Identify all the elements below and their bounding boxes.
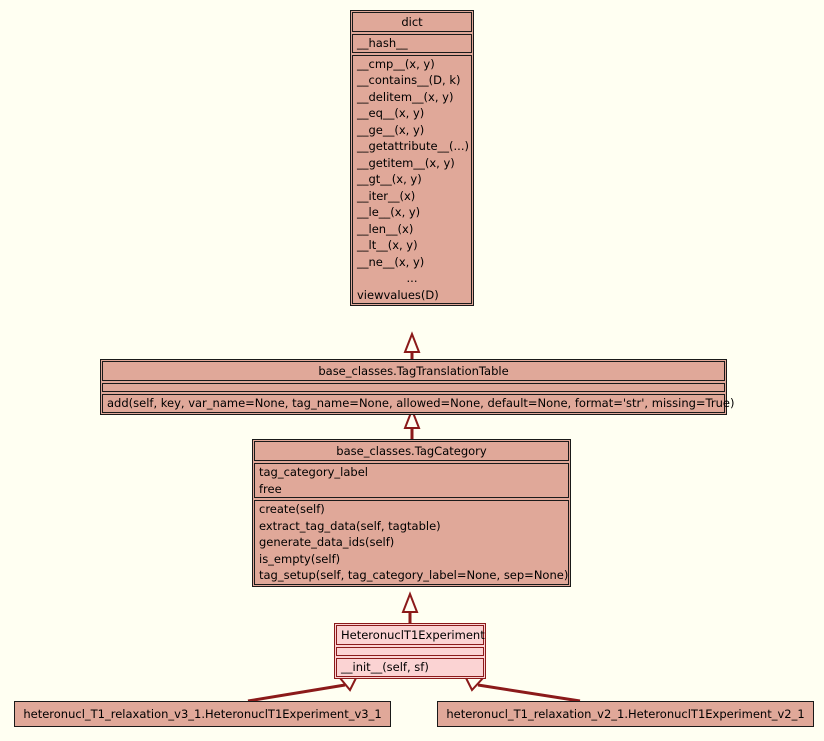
attributes-compartment: __hash__ (352, 34, 472, 53)
edge-heteronucl-to-tagcategory (401, 591, 419, 623)
method-row: __ne__(x, y) (357, 254, 425, 269)
methods-compartment: create(self) extract_tag_data(self, tagt… (254, 500, 569, 585)
attribute-row: tag_category_label (259, 465, 368, 479)
methods-compartment: __init__(self, sf) (336, 658, 484, 677)
method-row: __eq__(x, y) (357, 106, 425, 120)
method-row: __getattribute__(...) (357, 139, 469, 153)
class-name-heteronuclt1experiment: HeteronuclT1Experiment (341, 628, 485, 642)
class-box-tagcategory[interactable]: base_classes.TagCategory tag_category_la… (252, 439, 571, 587)
edge-tagtranslationtable-to-dict (403, 331, 421, 359)
method-row: is_empty(self) (259, 551, 341, 566)
method-row: __len__(x) (357, 221, 414, 236)
method-row: __getitem__(x, y) (357, 155, 455, 170)
methods-compartment: __cmp__(x, y) __contains__(D, k) __delit… (352, 54, 472, 304)
method-row: generate_data_ids(self) (259, 535, 395, 549)
method-row: __contains__(D, k) (357, 73, 461, 87)
class-name-compartment: base_classes.TagCategory (254, 441, 569, 461)
method-row: __init__(self, sf) (341, 660, 429, 674)
attributes-compartment: tag_category_label free (254, 463, 569, 498)
attributes-compartment-empty (102, 383, 725, 392)
method-row: __delitem__(x, y) (357, 89, 454, 104)
class-box-heteronuclt1experiment[interactable]: HeteronuclT1Experiment __init__(self, sf… (334, 623, 486, 679)
method-row: __le__(x, y) (357, 205, 421, 219)
method-row: tag_setup(self, tag_category_label=None,… (259, 568, 569, 582)
class-name-compartment: HeteronuclT1Experiment (336, 625, 485, 645)
class-name-dict: dict (401, 15, 423, 29)
method-row-ellipsis: ... (406, 271, 418, 285)
class-name-tagtranslationtable: base_classes.TagTranslationTable (318, 364, 509, 378)
method-row: __ge__(x, y) (357, 122, 425, 137)
method-row: __gt__(x, y) (357, 172, 422, 186)
class-name-tagcategory: base_classes.TagCategory (336, 444, 487, 458)
class-name-heteronuclt1experiment-v2-1: heteronucl_T1_relaxation_v2_1.Heteronucl… (446, 707, 805, 721)
method-row: viewvalues(D) (357, 287, 439, 302)
class-box-dict[interactable]: dict __hash__ __cmp__(x, y) __contains__… (350, 10, 474, 306)
method-row: __cmp__(x, y) (357, 56, 435, 71)
method-row: add(self, key, var_name=None, tag_name=N… (107, 396, 735, 410)
attributes-compartment-empty (336, 647, 484, 656)
class-name-heteronuclt1experiment-v3-1: heteronucl_T1_relaxation_v3_1.Heteronucl… (23, 707, 382, 721)
method-row: __lt__(x, y) (357, 238, 418, 252)
attribute-row: __hash__ (357, 36, 408, 50)
method-row: create(self) (259, 502, 325, 516)
class-box-heteronuclt1experiment-v3-1[interactable]: heteronucl_T1_relaxation_v3_1.Heteronucl… (14, 701, 391, 727)
attribute-row: free (259, 481, 282, 496)
methods-compartment: add(self, key, var_name=None, tag_name=N… (102, 394, 735, 413)
class-box-heteronuclt1experiment-v2-1[interactable]: heteronucl_T1_relaxation_v2_1.Heteronucl… (437, 701, 814, 727)
class-name-compartment: dict (352, 12, 472, 32)
class-name-compartment: base_classes.TagTranslationTable (102, 361, 725, 381)
class-box-tagtranslationtable[interactable]: base_classes.TagTranslationTable add(sel… (100, 359, 735, 415)
method-row: __iter__(x) (357, 188, 416, 203)
method-row: extract_tag_data(self, tagtable) (259, 518, 441, 533)
